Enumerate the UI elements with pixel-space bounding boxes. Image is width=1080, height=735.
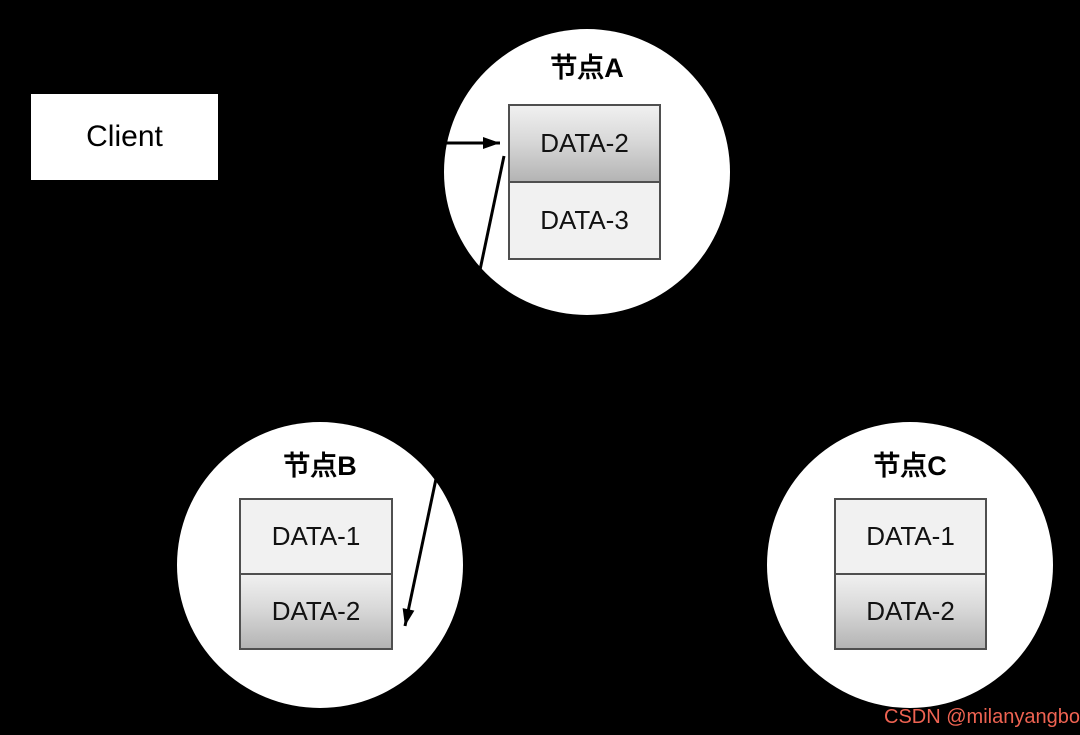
node-b-data-block-1: DATA-1 xyxy=(239,498,393,575)
node-b-label: 节点B xyxy=(283,451,357,481)
node-c-block-stack: DATA-1 DATA-2 xyxy=(834,498,987,650)
node-c-label: 节点C xyxy=(873,451,947,481)
node-a-data-block-2: DATA-3 xyxy=(508,181,661,260)
node-b-block-stack: DATA-1 DATA-2 xyxy=(239,498,393,650)
node-a-block-stack: DATA-2 DATA-3 xyxy=(508,104,661,260)
node-a-label: 节点A xyxy=(550,53,624,83)
node-a-data-block-1: DATA-2 xyxy=(508,104,661,183)
node-b-circle: 节点B DATA-1 DATA-2 xyxy=(177,422,463,708)
watermark: CSDN @milanyangbo xyxy=(884,706,1080,728)
node-c-data-block-2: DATA-2 xyxy=(834,573,987,650)
client-box: Client xyxy=(31,94,218,180)
node-c-data-block-1: DATA-1 xyxy=(834,498,987,575)
node-b-data-block-2: DATA-2 xyxy=(239,573,393,650)
node-a-circle: 节点A DATA-2 DATA-3 xyxy=(444,29,730,315)
node-c-circle: 节点C DATA-1 DATA-2 xyxy=(767,422,1053,708)
client-label: Client xyxy=(86,120,163,153)
